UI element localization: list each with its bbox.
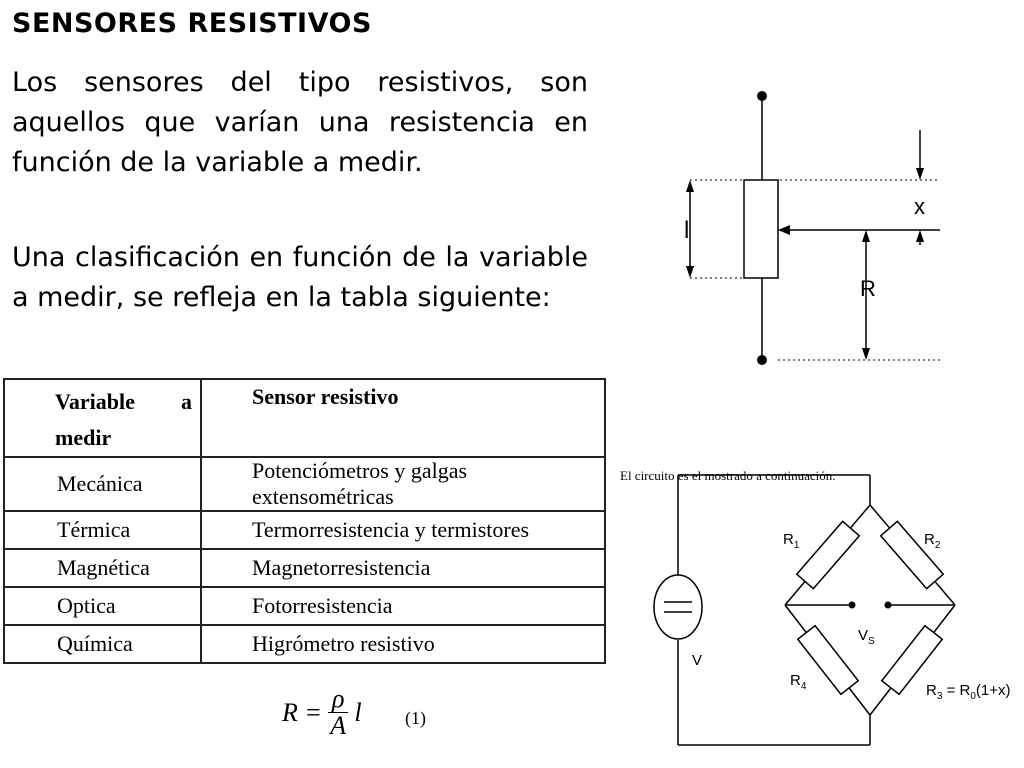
r-arrow-up [862,230,870,242]
table-row: Mecánica Potenciómetros y galgas extenso… [3,456,606,512]
label-r3-equation: R3 = R0(1+x) [926,682,1011,702]
wiper-arrowhead [778,225,790,235]
cell-sensor: Termorresistencia y termistores [200,510,606,550]
x-arrow-up [916,230,924,242]
label-x: x [914,194,925,219]
table-row: Magnética Magnetorresistencia [3,548,606,588]
header-variable-medir: medir [55,425,112,450]
voltage-source [653,574,703,640]
formula-denominator: A [330,711,347,740]
resistor-r3 [880,624,944,696]
cell-variable: Química [3,624,202,664]
label-r4: R4 [790,672,807,692]
cell-variable: Térmica [3,510,202,550]
cell-variable: Optica [3,586,202,626]
header-variable-word: Variable [55,389,135,414]
header-sensor: Sensor resistivo [200,378,606,458]
cell-sensor: Magnetorresistencia [200,548,606,588]
resistor-r4 [796,624,860,696]
header-variable-a: a [181,389,192,414]
vs-terminal-right [884,601,892,609]
table-header-row: Variable a medir Sensor resistivo [3,378,606,458]
resistor-r1 [795,520,861,590]
formula-lhs: R = [282,697,322,727]
slide-title: SENSORES RESISTIVOS [12,8,372,39]
cell-sensor: Fotorresistencia [200,586,606,626]
resistance-formula: R = ρ A l [282,686,362,739]
resistor-body [743,179,779,279]
classification-paragraph: Una clasificación en función de la varia… [12,242,588,313]
top-terminal [757,91,767,101]
l-arrow-up [686,180,694,192]
label-l: l [684,217,689,244]
label-r: R [860,276,876,301]
intro-paragraph: Los sensores del tipo resistivos, son aq… [12,67,588,178]
cell-variable: Magnética [3,548,202,588]
formula-rhs: l [354,697,362,727]
sensor-table: Variable a medir Sensor resistivo Mecáni… [3,378,606,664]
formula-fraction: ρ A [327,686,349,740]
resistor-r2 [879,520,945,590]
cell-sensor: Potenciómetros y galgas extensométricas [200,456,606,512]
label-r2: R2 [924,531,941,551]
potentiometer-diagram: l x R [684,91,940,365]
header-variable: Variable a medir [3,378,202,458]
equation-number: (1) [405,708,426,728]
x-arrow-down [916,168,924,180]
label-vs: VS [858,627,875,647]
r-arrow-down [862,348,870,360]
l-arrow-down [686,266,694,278]
bottom-terminal [757,355,767,365]
bridge-diagram: R1 R2 R4 VS V R3 = R0(1+x) [653,474,1011,746]
label-v: V [692,652,702,669]
table-row: Química Higrómetro resistivo [3,624,606,664]
cell-variable: Mecánica [3,456,202,512]
table-row: Optica Fotorresistencia [3,586,606,626]
formula-numerator: ρ [327,686,349,713]
label-r1: R1 [783,531,800,551]
cell-sensor: Higrómetro resistivo [200,624,606,664]
vs-terminal-left [848,601,856,609]
table-row: Térmica Termorresistencia y termistores [3,510,606,550]
